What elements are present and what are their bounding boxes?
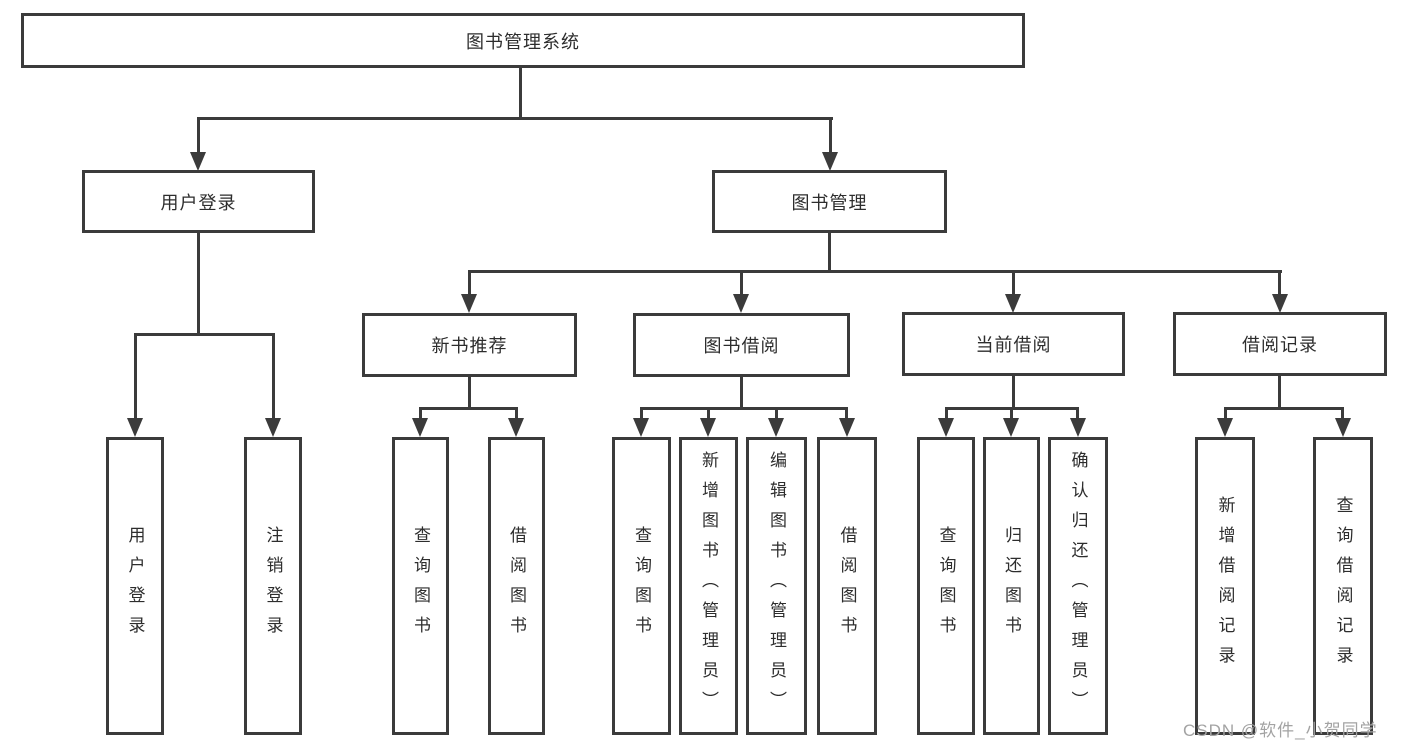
- arrowhead: [127, 418, 143, 437]
- arrowhead: [1272, 294, 1288, 313]
- arrowhead: [768, 418, 784, 437]
- node-label: 确认归还（管理员）: [1068, 451, 1088, 721]
- node-label: 归还图书: [1002, 526, 1021, 646]
- node-label: 图书管理系统: [466, 31, 580, 52]
- node-label: 用户登录: [125, 526, 145, 646]
- leaf-edit-books-admin: 编辑图书（管理员）: [746, 437, 807, 735]
- node-label: 图书管理: [791, 192, 868, 213]
- arrowhead: [822, 152, 838, 171]
- node-book-borrowing: 图书借阅: [633, 313, 850, 377]
- connector-line: [468, 376, 471, 410]
- connector-line: [640, 407, 848, 410]
- leaf-query-books-recommend: 查询图书: [392, 437, 449, 735]
- node-new-book-recommend: 新书推荐: [362, 313, 577, 377]
- leaf-user-login: 用户登录: [106, 437, 164, 735]
- arrowhead: [1217, 418, 1233, 437]
- node-current-borrowing: 当前借阅: [902, 312, 1125, 376]
- csdn-watermark: CSDN @软件_小贺同学: [1183, 721, 1378, 740]
- connector-line: [519, 67, 522, 118]
- arrowhead: [508, 418, 524, 437]
- connector-line: [828, 231, 831, 273]
- leaf-query-books-borrowing: 查询图书: [612, 437, 671, 735]
- connector-line: [468, 270, 1282, 273]
- node-label: 新书推荐: [431, 336, 508, 356]
- arrowhead: [839, 418, 855, 437]
- leaf-borrow-books-recommend: 借阅图书: [488, 437, 545, 735]
- leaf-confirm-return-admin: 确认归还（管理员）: [1048, 437, 1108, 735]
- connector-line: [515, 407, 518, 421]
- node-label: 查询图书: [936, 526, 956, 646]
- leaf-add-borrow-record: 新增借阅记录: [1195, 437, 1255, 735]
- node-label: 注销登录: [263, 526, 283, 646]
- arrowhead: [1335, 418, 1351, 437]
- connector-line: [740, 270, 743, 296]
- arrowhead: [938, 418, 954, 437]
- arrowhead: [1005, 294, 1021, 313]
- connector-line: [1224, 407, 1344, 410]
- node-label: 借阅图书: [507, 526, 526, 646]
- connector-line: [1076, 407, 1079, 421]
- connector-line: [1341, 407, 1344, 421]
- leaf-add-books-admin: 新增图书（管理员）: [679, 437, 738, 735]
- connector-line: [197, 117, 200, 153]
- node-label: 当前借阅: [975, 335, 1052, 355]
- connector-line: [707, 407, 710, 421]
- arrowhead: [633, 418, 649, 437]
- node-label: 借阅图书: [837, 526, 857, 646]
- connector-line: [829, 117, 832, 153]
- connector-line: [845, 407, 848, 421]
- leaf-query-borrow-record: 查询借阅记录: [1313, 437, 1373, 735]
- leaf-borrow-books: 借阅图书: [817, 437, 877, 735]
- connector-line: [640, 407, 643, 421]
- node-user-login: 用户登录: [82, 170, 315, 233]
- connector-line: [1278, 270, 1281, 296]
- node-borrow-records: 借阅记录: [1173, 312, 1387, 376]
- connector-line: [1012, 375, 1015, 410]
- arrowhead: [733, 294, 749, 313]
- leaf-query-books-current: 查询图书: [917, 437, 975, 735]
- node-label: 借阅记录: [1242, 335, 1318, 355]
- connector-line: [1278, 375, 1281, 410]
- connector-line: [1224, 407, 1227, 421]
- connector-line: [419, 407, 422, 421]
- connector-line: [272, 333, 275, 420]
- connector-line: [1010, 407, 1013, 421]
- connector-line: [775, 407, 778, 421]
- connector-line: [945, 407, 948, 421]
- node-label: 编辑图书（管理员）: [767, 451, 786, 721]
- arrowhead: [265, 418, 281, 437]
- connector-line: [468, 270, 471, 296]
- node-label: 查询图书: [411, 526, 430, 646]
- connector-line: [740, 376, 743, 410]
- arrowhead: [461, 294, 477, 313]
- connector-line: [197, 117, 833, 120]
- node-label: 查询借阅记录: [1333, 496, 1353, 676]
- node-label: 新增借阅记录: [1215, 496, 1235, 676]
- connector-line: [134, 333, 275, 336]
- node-label: 新增图书（管理员）: [699, 451, 718, 721]
- arrowhead: [190, 152, 206, 171]
- node-label: 用户登录: [160, 192, 237, 213]
- node-label: 查询图书: [632, 526, 651, 646]
- node-label: 图书借阅: [703, 336, 780, 356]
- connector-line: [197, 232, 200, 336]
- connector-line: [419, 407, 518, 410]
- leaf-return-books: 归还图书: [983, 437, 1040, 735]
- arrowhead: [1003, 418, 1019, 437]
- arrowhead: [700, 418, 716, 437]
- leaf-logout: 注销登录: [244, 437, 302, 735]
- node-library-system: 图书管理系统: [21, 13, 1025, 68]
- arrowhead: [412, 418, 428, 437]
- node-book-management: 图书管理: [712, 170, 947, 233]
- connector-line: [1012, 270, 1015, 296]
- connector-line: [134, 333, 137, 420]
- arrowhead: [1070, 418, 1086, 437]
